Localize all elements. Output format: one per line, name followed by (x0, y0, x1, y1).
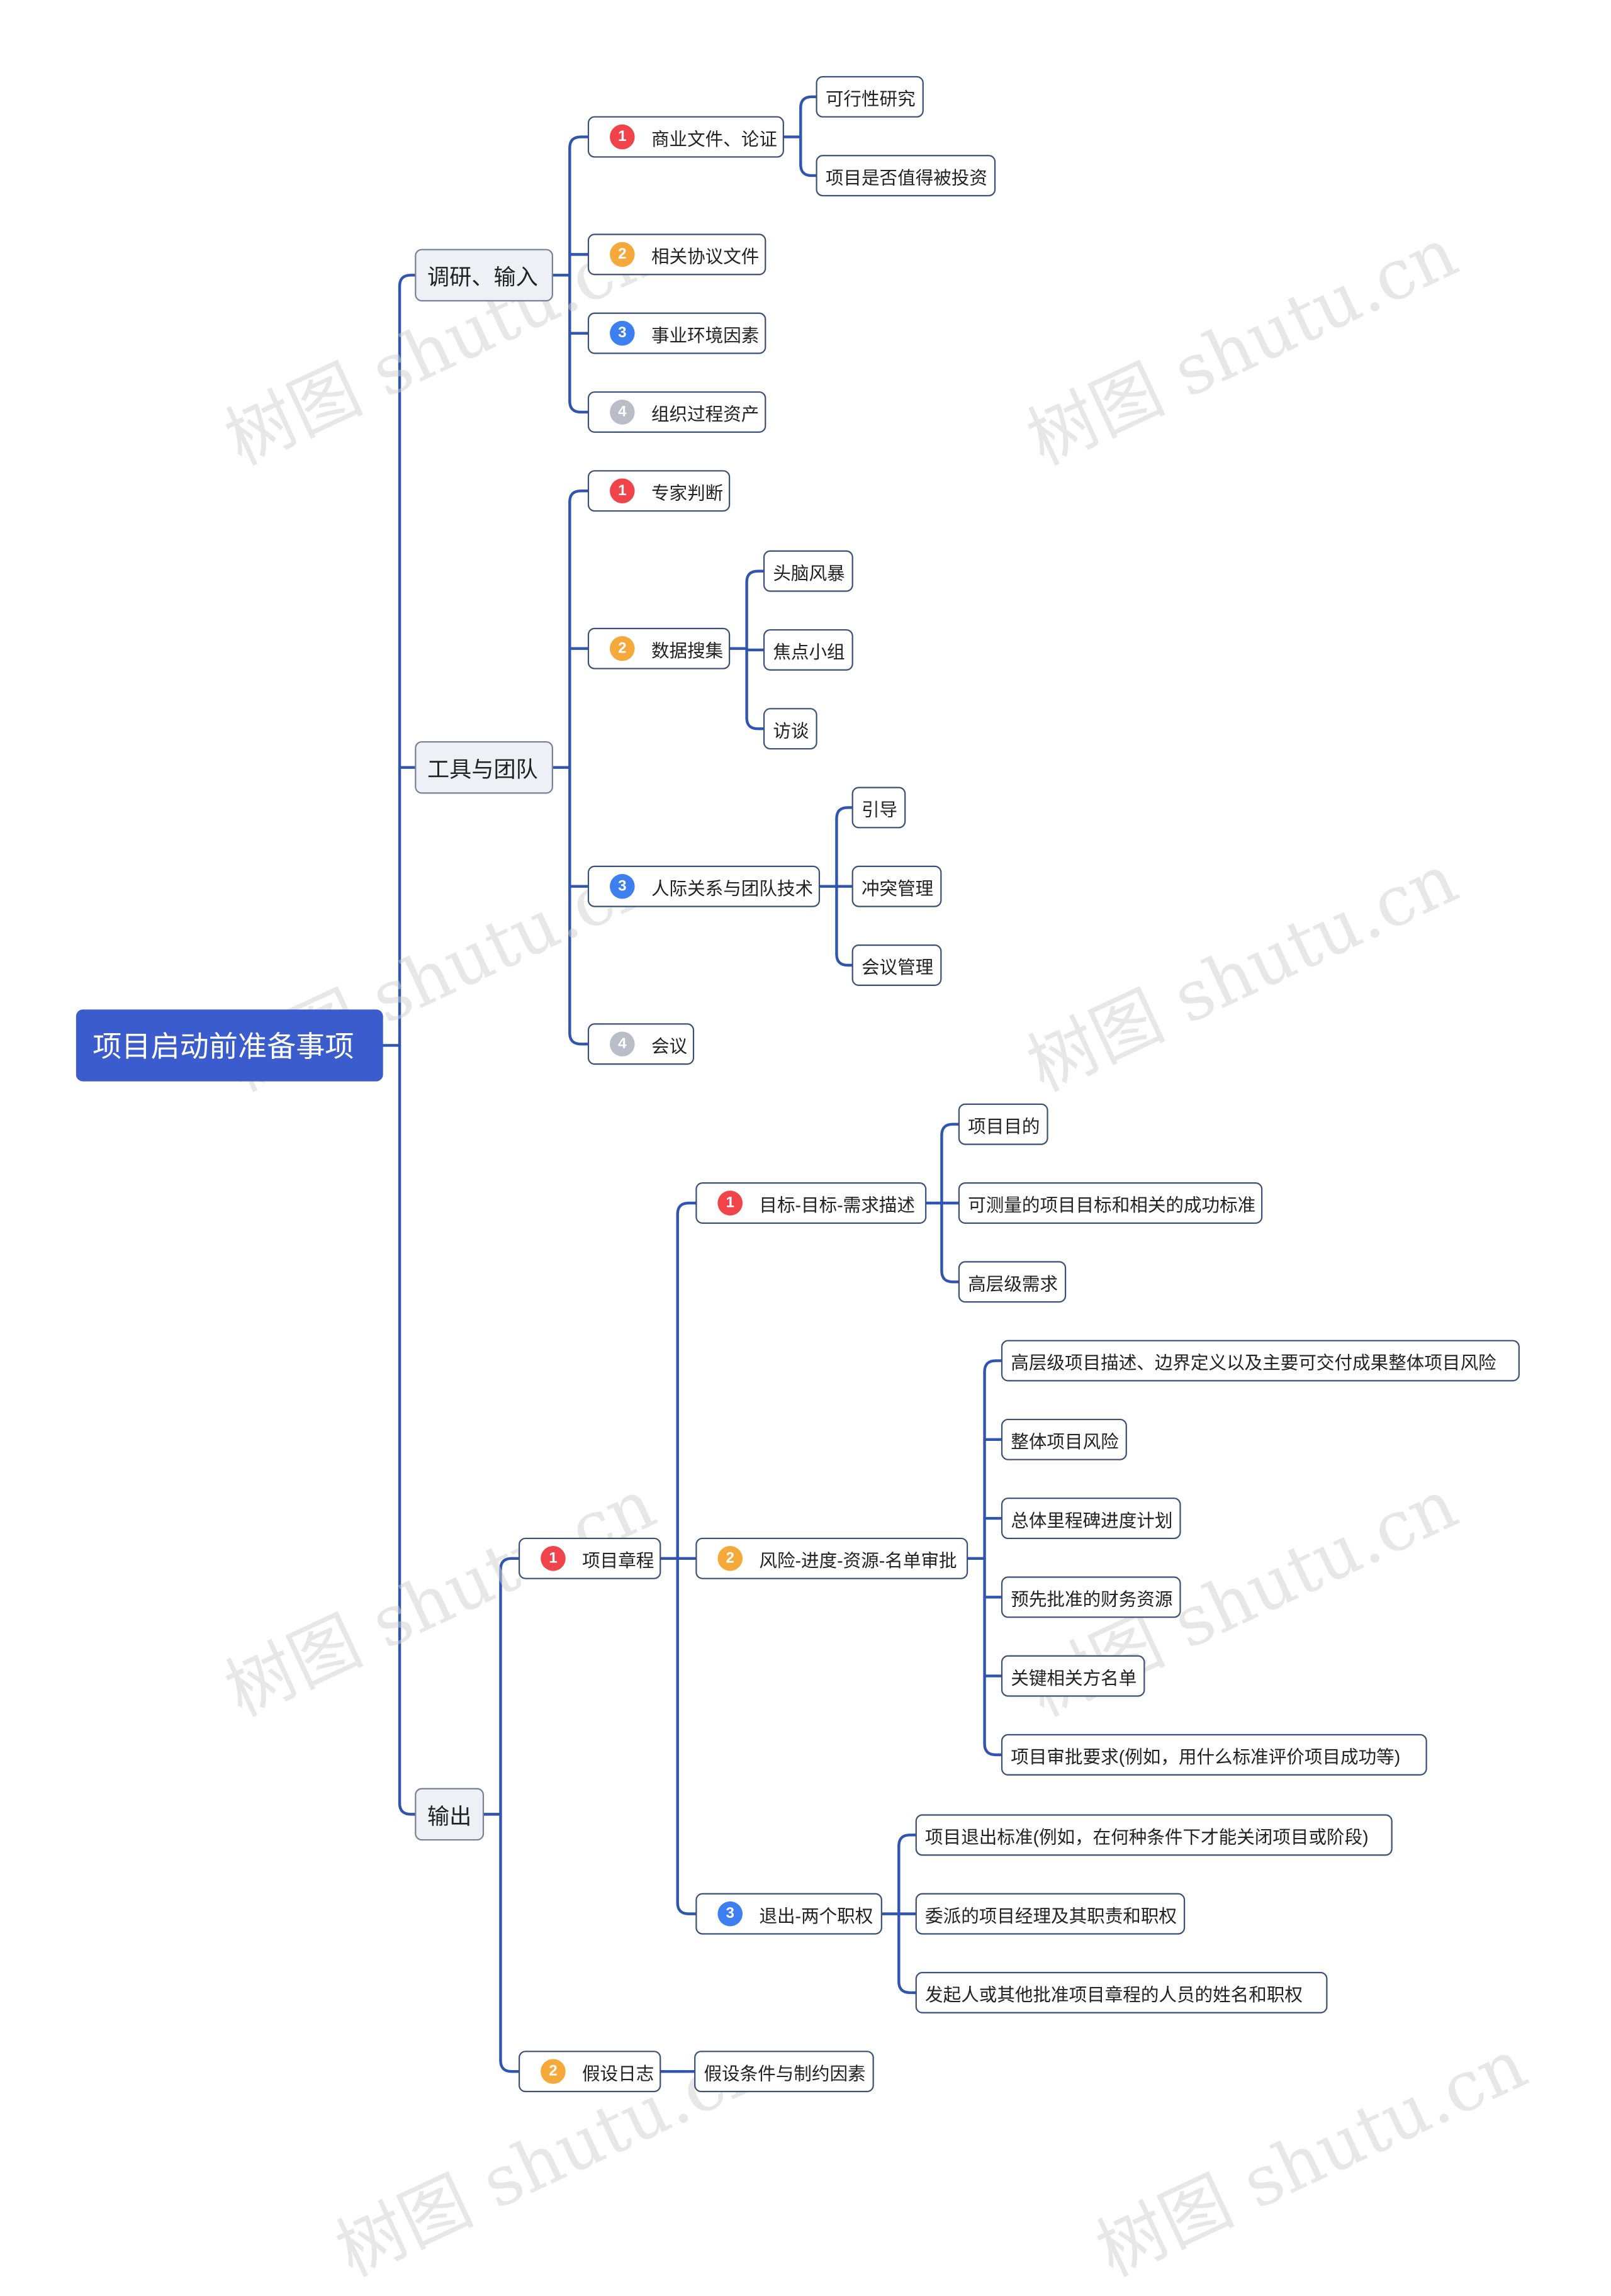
connector-line (568, 489, 590, 503)
leaf-conflict-management[interactable]: 冲突管理 (851, 865, 942, 907)
number-badge-icon: 1 (610, 478, 635, 503)
connector-line (983, 1359, 1003, 1374)
topic-label: 假设日志 (582, 2062, 654, 2083)
leaf-milestone-schedule[interactable]: 总体里程碑进度计划 (1001, 1498, 1181, 1540)
connector-line (745, 569, 765, 584)
leaf-assigned-project-manager[interactable]: 委派的项目经理及其职责和职权 (915, 1893, 1186, 1935)
leaf-project-purpose[interactable]: 项目目的 (958, 1103, 1048, 1145)
topic-label: 组织过程资产 (651, 403, 760, 424)
connector-line (897, 1834, 917, 1848)
branch-research-input[interactable]: 调研、输入 (415, 249, 553, 302)
connector-line (676, 1901, 697, 1915)
leaf-preapproved-financial-resources[interactable]: 预先批准的财务资源 (1001, 1576, 1181, 1618)
number-badge-icon: 4 (610, 1031, 635, 1057)
leaf-interview[interactable]: 访谈 (763, 708, 817, 750)
topic-label: 退出-两个职权 (759, 1905, 873, 1926)
leaf-key-stakeholder-list[interactable]: 关键相关方名单 (1001, 1655, 1145, 1697)
connector-line (897, 1980, 917, 1995)
connector-lines (381, 95, 1003, 2073)
connector-line (568, 400, 590, 414)
number-badge-icon: 3 (610, 873, 635, 899)
leaf-overall-project-risk[interactable]: 整体项目风险 (1001, 1418, 1127, 1460)
connector-line (745, 716, 765, 731)
topic-agreements[interactable]: 2 相关协议文件 (587, 233, 766, 276)
connector-line (568, 1031, 590, 1046)
branch-tools-team[interactable]: 工具与团队 (415, 741, 553, 794)
connector-line (835, 806, 853, 820)
topic-risk-schedule-resources[interactable]: 2 风险-进度-资源-名单审批 (695, 1537, 968, 1579)
number-badge-icon: 4 (610, 400, 635, 425)
topic-enterprise-environmental-factors[interactable]: 3 事业环境因素 (587, 312, 766, 354)
connector-line (499, 2059, 520, 2073)
leaf-exit-criteria[interactable]: 项目退出标准(例如，在何种条件下才能关闭项目或阶段) (915, 1814, 1393, 1856)
connector-line (940, 1123, 960, 1137)
topic-label: 风险-进度-资源-名单审批 (759, 1549, 957, 1571)
topic-label: 人际关系与团队技术 (651, 877, 814, 899)
topic-organizational-process-assets[interactable]: 4 组织过程资产 (587, 391, 766, 433)
topic-label: 数据搜集 (651, 639, 724, 661)
topic-objectives-requirements[interactable]: 1 目标-目标-需求描述 (695, 1182, 927, 1224)
topic-label: 事业环境因素 (651, 324, 760, 345)
topic-project-charter[interactable]: 1 项目章程 (519, 1537, 661, 1579)
leaf-measurable-objectives[interactable]: 可测量的项目目标和相关的成功标准 (958, 1182, 1263, 1224)
leaf-investment-worth[interactable]: 项目是否值得被投资 (816, 155, 996, 197)
leaf-facilitation[interactable]: 引导 (851, 787, 906, 829)
leaf-high-level-requirements[interactable]: 高层级需求 (958, 1261, 1067, 1303)
connector-line (799, 95, 817, 109)
connector-line (398, 274, 417, 288)
topic-business-documents[interactable]: 1 商业文件、论证 (587, 116, 784, 158)
number-badge-icon: 1 (541, 1546, 566, 1571)
leaf-approval-requirements[interactable]: 项目审批要求(例如，用什么标准评价项目成功等) (1001, 1733, 1427, 1776)
number-badge-icon: 2 (717, 1546, 743, 1571)
connector-line (835, 953, 853, 967)
connector-line (983, 1742, 1003, 1757)
mind-map-canvas: 树图 shutu.cn 树图 shutu.cn 树图 shutu.cn 树图 s… (76, 76, 1538, 2292)
number-badge-icon: 1 (717, 1190, 743, 1216)
root-node[interactable]: 项目启动前准备事项 (76, 1009, 383, 1082)
number-badge-icon: 2 (610, 636, 635, 661)
number-badge-icon: 3 (717, 1901, 743, 1927)
topic-exit-authority[interactable]: 3 退出-两个职权 (695, 1893, 882, 1935)
connector-line (676, 1201, 697, 1216)
topic-label: 目标-目标-需求描述 (759, 1194, 915, 1215)
topic-label: 相关协议文件 (651, 245, 760, 267)
topic-label: 商业文件、论证 (651, 128, 777, 149)
topic-expert-judgment[interactable]: 1 专家判断 (587, 470, 731, 512)
number-badge-icon: 2 (610, 242, 635, 267)
leaf-sponsor-authority[interactable]: 发起人或其他批准项目章程的人员的姓名和职权 (915, 1971, 1328, 2013)
connector-line (398, 1801, 417, 1816)
topic-meetings[interactable]: 4 会议 (587, 1023, 695, 1065)
connector-line (940, 1269, 960, 1284)
topic-label: 专家判断 (651, 481, 724, 503)
number-badge-icon: 1 (610, 124, 635, 150)
topic-label: 项目章程 (582, 1549, 654, 1571)
leaf-focus-group[interactable]: 焦点小组 (763, 629, 853, 671)
leaf-brainstorming[interactable]: 头脑风暴 (763, 550, 853, 592)
topic-label: 会议 (651, 1034, 688, 1056)
leaf-feasibility-study[interactable]: 可行性研究 (816, 76, 924, 118)
leaf-meeting-management[interactable]: 会议管理 (851, 944, 942, 986)
connector-line (799, 163, 817, 177)
topic-assumption-log[interactable]: 2 假设日志 (519, 2051, 661, 2093)
topic-interpersonal-team-skills[interactable]: 3 人际关系与团队技术 (587, 865, 821, 907)
connector-line (568, 135, 590, 150)
connector-line (499, 1557, 520, 1571)
branch-outputs[interactable]: 输出 (415, 1788, 485, 1841)
leaf-high-level-description[interactable]: 高层级项目描述、边界定义以及主要可交付成果整体项目风险 (1001, 1340, 1520, 1382)
number-badge-icon: 3 (610, 320, 635, 346)
leaf-assumptions-constraints[interactable]: 假设条件与制约因素 (694, 2051, 874, 2093)
number-badge-icon: 2 (541, 2059, 566, 2084)
topic-data-gathering[interactable]: 2 数据搜集 (587, 627, 731, 669)
